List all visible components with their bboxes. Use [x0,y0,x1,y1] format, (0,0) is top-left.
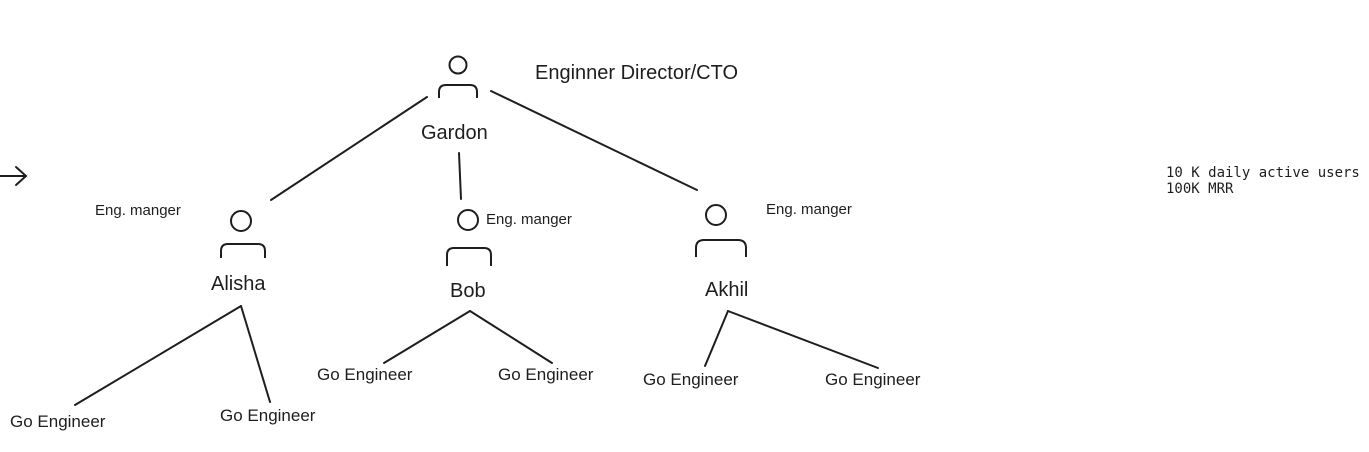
metrics-note-dau: 10 K daily active users [1166,165,1360,181]
manager-role-label: Eng. manger [95,202,181,219]
person-icon [438,55,478,98]
manager-role-label: Eng. manger [766,201,852,218]
manager-name-label: Bob [450,280,486,302]
connector-alisha-eng1 [74,305,242,406]
root-role-label: Enginner Director/CTO [535,62,739,84]
connector-root-bob [458,152,462,200]
manager-role-label: Eng. manger [486,211,572,228]
connector-akhil-eng1 [704,310,729,367]
root-name-label: Gardon [421,122,488,144]
manager-name-label: Akhil [705,279,749,301]
connector-root-akhil [490,90,698,191]
arrow-right-icon [0,166,28,186]
person-icon [220,210,266,258]
connector-root-alisha [270,96,428,201]
connector-alisha-eng2 [240,305,271,403]
metrics-note-mrr: 100K MRR [1166,181,1234,197]
person-icon [446,209,492,266]
connector-akhil-eng2 [727,310,879,369]
engineer-label: Go Engineer [220,406,316,425]
engineer-label: Go Engineer [10,412,106,431]
engineer-label: Go Engineer [498,365,594,384]
connector-bob-eng1 [383,310,471,364]
connector-bob-eng2 [469,310,553,364]
engineer-label: Go Engineer [643,370,739,389]
engineer-label: Go Engineer [825,370,921,389]
manager-name-label: Alisha [211,273,266,295]
engineer-label: Go Engineer [317,365,413,384]
person-icon [695,204,747,257]
